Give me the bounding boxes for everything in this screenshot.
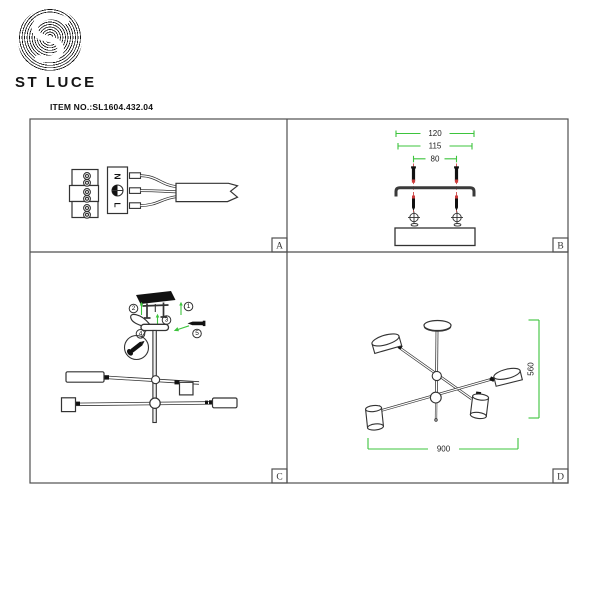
fixture-canopy bbox=[140, 323, 170, 332]
terminal-labels-strip: N L bbox=[106, 166, 129, 215]
fixture-front-view bbox=[60, 329, 238, 424]
upper-joint-sphere bbox=[431, 370, 442, 382]
panel-b-mounting-diagram: 120 115 80 bbox=[394, 128, 476, 247]
lower-arm-joint bbox=[149, 397, 161, 409]
upper-arm-joint bbox=[151, 375, 161, 385]
step-2-callout: 2 bbox=[132, 305, 136, 312]
dim-900-text: 900 bbox=[437, 445, 451, 454]
step-5-callout: 5 bbox=[195, 330, 199, 337]
dimension-560: 560 bbox=[527, 319, 540, 419]
grid-frame: A B C D bbox=[29, 118, 569, 484]
screw-head-icons bbox=[408, 211, 463, 227]
brand-wordmark: ST LUCE bbox=[15, 74, 97, 91]
dim-560-text: 560 bbox=[527, 362, 536, 376]
lamp-head-left-lower bbox=[60, 397, 77, 413]
item-number: ITEM NO.:SL1604.432.04 bbox=[50, 102, 154, 112]
ceiling-plate bbox=[136, 291, 176, 304]
dimension-80: 80 bbox=[412, 153, 458, 164]
step-4-callout: 4 bbox=[139, 331, 143, 338]
panel-c-label: C bbox=[276, 473, 282, 483]
canopy-screws bbox=[412, 195, 458, 211]
terminal-n-label: N bbox=[113, 173, 123, 179]
lamp-lower-right bbox=[469, 391, 490, 420]
logo-s-swirl-icon bbox=[31, 13, 70, 63]
panel-a-label: A bbox=[276, 242, 283, 252]
lamp-right bbox=[493, 367, 524, 387]
ground-symbol-icon bbox=[111, 184, 124, 197]
mounting-bracket bbox=[394, 186, 476, 197]
brand-logo bbox=[18, 8, 82, 72]
step-callouts: 2 1 3 4 5 bbox=[128, 301, 202, 339]
detail-screw-icon bbox=[126, 340, 145, 356]
lamp-head-right-lower bbox=[211, 397, 238, 409]
magnifier-detail bbox=[123, 334, 150, 361]
dim-115-text: 115 bbox=[429, 142, 442, 151]
panel-d-label: D bbox=[557, 473, 564, 483]
panel-c-assembly-diagram: 2 1 3 4 5 bbox=[60, 291, 238, 424]
lamp-lower-left bbox=[364, 404, 385, 431]
panel-b-label: B bbox=[557, 242, 563, 252]
dimension-115: 115 bbox=[397, 141, 473, 151]
panel-d-dimension-diagram: 560 900 bbox=[364, 319, 540, 455]
canopy-perspective bbox=[423, 319, 452, 332]
step-3-callout: 3 bbox=[165, 317, 169, 324]
panel-a-wiring-diagram: N L bbox=[68, 166, 239, 219]
lower-joint-sphere bbox=[429, 391, 442, 404]
terminal-l-label: L bbox=[113, 202, 123, 207]
step-1-callout: 1 bbox=[187, 303, 191, 310]
lamp-upper-left bbox=[371, 333, 403, 355]
cable bbox=[175, 182, 239, 203]
lamp-head-right-upper bbox=[178, 381, 194, 396]
terminal-block bbox=[68, 168, 100, 219]
side-screw-icon bbox=[187, 320, 206, 327]
dim-80-text: 80 bbox=[431, 154, 440, 163]
ceiling-screws bbox=[411, 166, 459, 183]
dimension-120: 120 bbox=[395, 128, 475, 139]
dim-120-text: 120 bbox=[428, 129, 442, 138]
wires bbox=[140, 174, 177, 207]
wire-terminals bbox=[128, 172, 142, 209]
canopy-box bbox=[394, 227, 476, 247]
dimension-900: 900 bbox=[367, 438, 519, 455]
lamp-head-left-upper bbox=[65, 371, 105, 383]
